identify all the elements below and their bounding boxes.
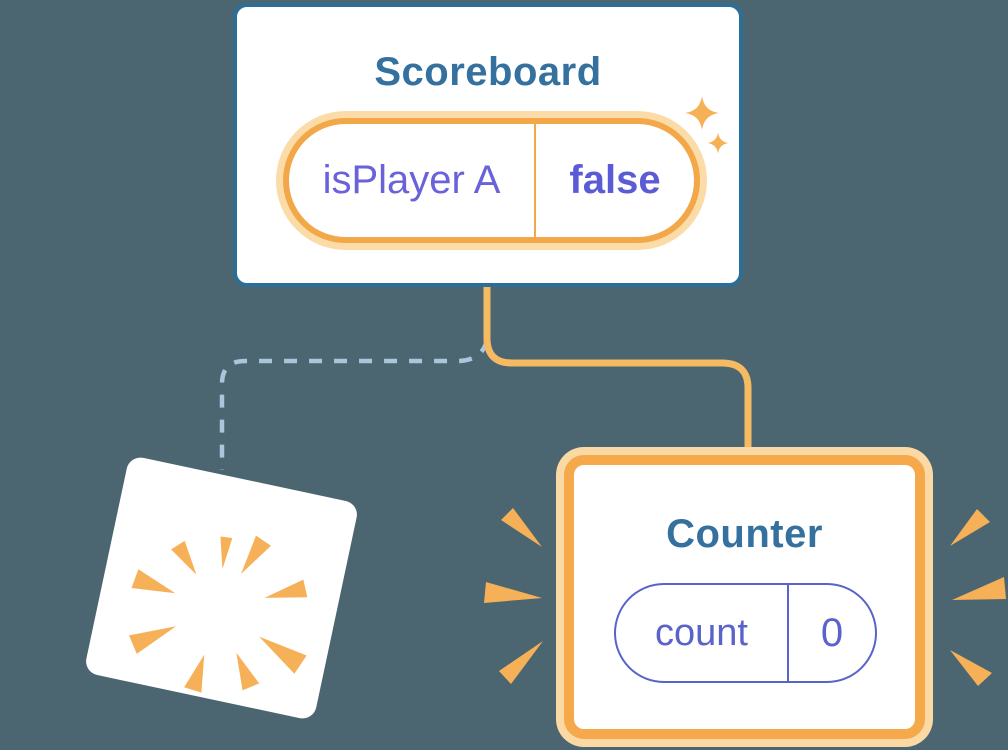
state-value: false [569,158,661,202]
poof-burst-icon [129,535,308,693]
counter-card: Counter count 0 [564,455,925,739]
emphasis-rays-left-icon [484,508,543,684]
scoreboard-title: Scoreboard [374,50,602,94]
poof-card [83,454,360,722]
count-label: count [616,585,789,681]
counter-title: Counter [666,512,823,556]
emphasis-rays-right-icon [950,509,1006,686]
counter-state-pill: count 0 [614,583,877,683]
count-value: 0 [820,610,844,655]
scoreboard-card: Scoreboard isPlayer A false [233,3,743,287]
state-label: isPlayer A [289,124,537,237]
dashed-connector-line [219,339,490,470]
scoreboard-state-pill: isPlayer A false [283,118,700,243]
solid-connector-line [483,287,752,458]
